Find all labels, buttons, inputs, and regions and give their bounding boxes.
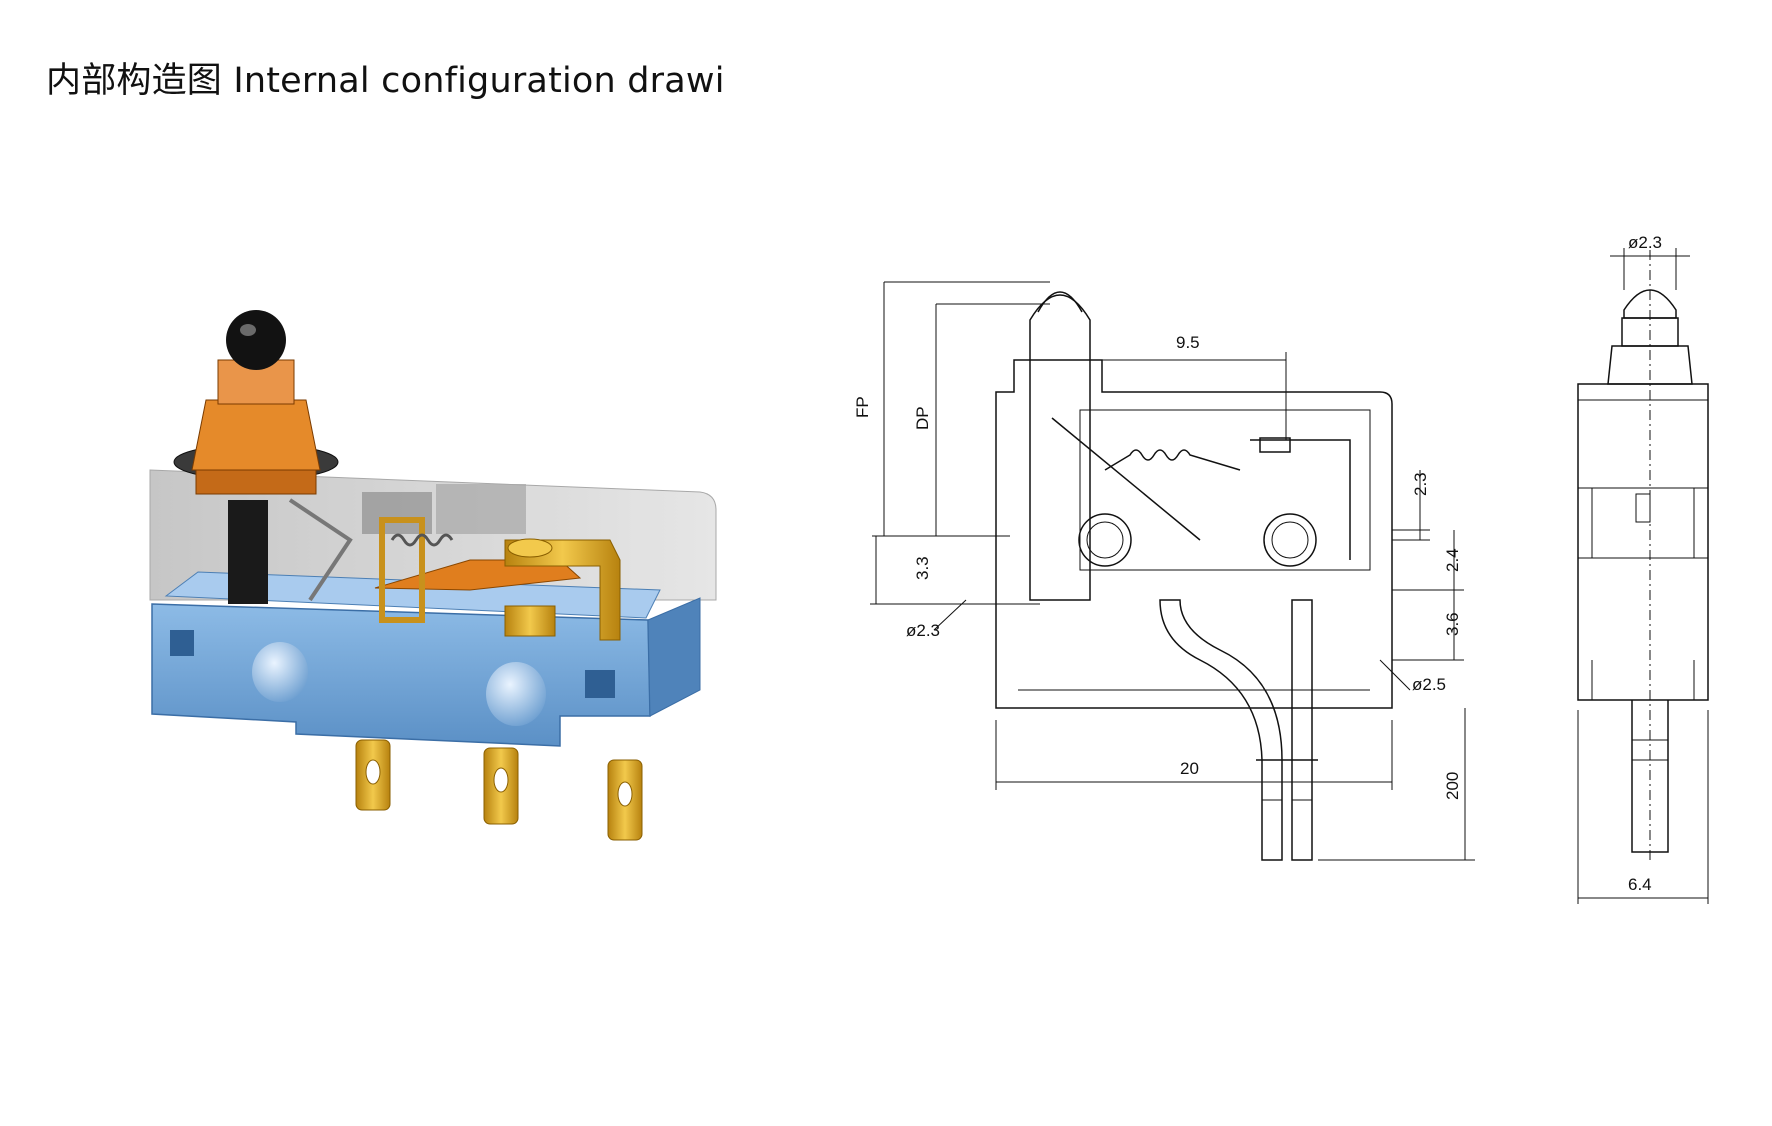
- dim-6-4-line: [1577, 710, 1709, 904]
- housing-section: [995, 359, 1393, 709]
- side-view-drawing: ø2.3 6.4: [1577, 233, 1709, 904]
- dp-dim-line: [935, 303, 1050, 536]
- dia-2-3-leader: [933, 599, 967, 631]
- snap-slot-right: [585, 670, 615, 698]
- dim-3-3-line: [870, 536, 1040, 605]
- label-200: 200: [1443, 772, 1462, 800]
- label-dia-2-3: ø2.3: [906, 621, 940, 640]
- dim-20-line: [995, 720, 1393, 790]
- wire-2: [1291, 599, 1313, 861]
- label-fp: FP: [853, 396, 872, 418]
- internal-mechanism: [288, 498, 621, 641]
- snap-slot-left: [170, 630, 194, 656]
- dim-3-6-line: [1392, 590, 1464, 661]
- label-2-3: 2.3: [1411, 472, 1430, 496]
- inner-cavity: [1079, 409, 1371, 571]
- dim-2-4-line: [1392, 530, 1464, 591]
- switch-3d-render: [149, 310, 717, 841]
- side-plunger-tip: [1623, 289, 1677, 319]
- label-dia-2-3-top: ø2.3: [1628, 233, 1662, 252]
- dim-2-3-line: [1392, 470, 1430, 541]
- cover-inner-block-2: [436, 484, 526, 534]
- dia-2-5-leader: [1379, 659, 1411, 691]
- housing-base: [151, 603, 651, 747]
- spring: [1104, 449, 1241, 471]
- mounting-hole-left: [252, 642, 308, 702]
- mounting-hole-right: [486, 662, 546, 726]
- solder-terminals: [355, 739, 643, 841]
- label-3-3: 3.3: [913, 556, 932, 580]
- label-3-6: 3.6: [1443, 612, 1462, 636]
- label-9-5: 9.5: [1176, 333, 1200, 352]
- mount-hole-1: [1078, 513, 1132, 567]
- dim-200-line: [1318, 708, 1475, 861]
- dim-dia-2-3-top-line: [1610, 248, 1690, 290]
- housing-side: [647, 597, 701, 717]
- plunger-section: [1029, 294, 1091, 601]
- plunger-assembly: [173, 310, 339, 604]
- wire-1: [1159, 599, 1283, 861]
- side-housing: [1577, 383, 1709, 701]
- dim-9-5-line: [1089, 352, 1287, 440]
- label-dia-2-5: ø2.5: [1412, 675, 1446, 694]
- fp-dim-line: [872, 281, 1050, 537]
- page-title: 内部构造图 Internal configuration drawi: [46, 61, 725, 101]
- label-dp: DP: [913, 406, 932, 430]
- label-2-4: 2.4: [1443, 548, 1462, 572]
- label-6-4: 6.4: [1628, 875, 1652, 894]
- section-drawing: FP DP 9.5 2.3 2.4 3.3 3.6 ø2.3 ø2.5 20 2…: [853, 281, 1475, 861]
- label-20: 20: [1180, 759, 1199, 778]
- mount-hole-2: [1263, 513, 1317, 567]
